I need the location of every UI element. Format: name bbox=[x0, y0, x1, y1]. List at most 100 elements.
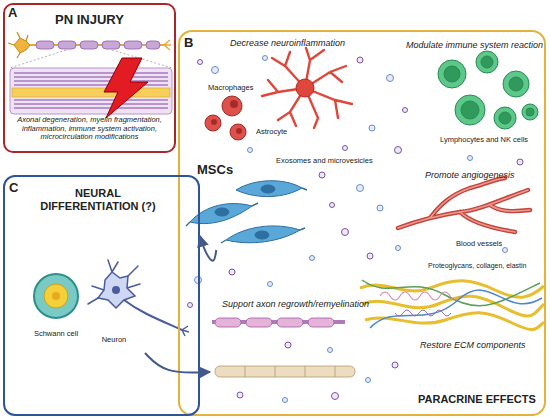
blood-vessels bbox=[398, 178, 530, 232]
exosome-dots bbox=[212, 67, 219, 74]
exosome-dots bbox=[263, 56, 268, 61]
cell-label: Lymphocytes and NK cells bbox=[440, 136, 528, 145]
ecm-fibers bbox=[395, 310, 451, 316]
panel-title: NEURAL DIFFERENTIATION (?) bbox=[28, 187, 168, 212]
exosome-dots bbox=[342, 229, 349, 236]
macrophage-cells bbox=[205, 96, 246, 140]
differentiation-panel: NEURAL DIFFERENTIATION (?) Schwann cellNe… bbox=[3, 175, 200, 416]
msc-cells bbox=[186, 188, 307, 243]
msc-cells bbox=[226, 226, 300, 243]
ecm-fibers bbox=[360, 280, 544, 330]
injured-neuron bbox=[164, 40, 171, 50]
schwann-cell: Schwann cell bbox=[27, 268, 85, 346]
lymphocyte-cells bbox=[476, 51, 498, 73]
panel-letter: C bbox=[9, 181, 18, 196]
blood-vessels bbox=[398, 178, 530, 232]
exosome-dots bbox=[366, 378, 371, 383]
lymphocyte-cells bbox=[503, 71, 529, 97]
neuron-cell: Neuron bbox=[85, 258, 185, 353]
exosome-dots bbox=[395, 147, 402, 154]
exosome-dots bbox=[310, 256, 315, 261]
msc-cluster: MSCs bbox=[185, 160, 310, 250]
injury-panel: PN INJURYAxonal degeneration, myelin fra… bbox=[3, 3, 176, 153]
zoom-lines bbox=[10, 50, 172, 68]
panel-title: PN INJURY bbox=[5, 13, 174, 28]
macrophage-cells bbox=[222, 96, 242, 116]
exosome-dots bbox=[319, 172, 325, 178]
myelin-zoom bbox=[14, 100, 168, 108]
schwann-cell-drawing bbox=[34, 274, 78, 318]
lymphocyte-cells bbox=[455, 95, 485, 125]
macrophage-cells bbox=[205, 115, 221, 131]
exosome-dots bbox=[283, 398, 288, 403]
axon-fibers bbox=[215, 318, 241, 327]
axon-fibers bbox=[246, 318, 272, 327]
lymphocyte-cells bbox=[438, 51, 538, 129]
exosome-dots bbox=[468, 156, 473, 161]
injured-neuron bbox=[8, 32, 28, 58]
panel-title: PARACRINE EFFECTS bbox=[418, 393, 536, 406]
vessel-label: Blood vessels bbox=[456, 240, 502, 249]
axon-regrowth-group: Support axon regrowth/remyelination bbox=[210, 298, 355, 386]
exosome-dots bbox=[503, 248, 508, 253]
exosome-dots bbox=[188, 303, 193, 308]
exosome-dots bbox=[285, 342, 291, 348]
ecm-fibers bbox=[370, 290, 542, 328]
astrocyte-cell bbox=[262, 48, 352, 128]
exosome-dots bbox=[198, 60, 203, 65]
exosome-dots bbox=[357, 57, 363, 63]
cell-label: Astrocyte bbox=[256, 128, 287, 137]
msc-cells bbox=[215, 208, 229, 216]
macrophage-cells bbox=[236, 128, 242, 134]
effect-heading: Promote angiogenesis bbox=[425, 170, 515, 180]
exosome-dots bbox=[229, 269, 235, 275]
msc-cells bbox=[236, 181, 302, 197]
astrocyte-cell bbox=[296, 79, 314, 97]
injured-neuron bbox=[102, 41, 120, 49]
exosome-dots bbox=[237, 392, 243, 398]
effect-heading: Modulate immune system reaction bbox=[406, 40, 543, 50]
exosome-dots bbox=[517, 159, 523, 165]
effect-heading: Support axon regrowth/remyelination bbox=[222, 299, 369, 309]
exosome-dots bbox=[387, 75, 394, 82]
lymphocyte-cells bbox=[509, 77, 523, 91]
connector-arrow bbox=[145, 353, 210, 373]
schwann-cell-drawing bbox=[52, 292, 60, 300]
axon-fibers bbox=[245, 366, 335, 377]
schwann-cell-drawing bbox=[44, 284, 68, 308]
exosome-dots bbox=[195, 277, 202, 284]
lymphocyte-cells bbox=[444, 66, 460, 82]
lightning-bolt bbox=[104, 58, 148, 118]
exosome-dots bbox=[332, 393, 339, 400]
injured-neuron bbox=[80, 41, 98, 49]
axon-fibers bbox=[277, 318, 303, 327]
neuron-drawing bbox=[182, 326, 189, 336]
exosome-dots bbox=[369, 125, 375, 131]
exosome-dots bbox=[392, 362, 398, 368]
lymphocyte-cells bbox=[499, 112, 511, 124]
lightning-bolt bbox=[104, 58, 148, 118]
connector-arrow bbox=[200, 236, 216, 261]
cell-name: MSCs bbox=[197, 163, 233, 178]
msc-cells bbox=[255, 231, 269, 239]
astrocyte-cell bbox=[262, 48, 352, 128]
lymphocyte-cells bbox=[526, 108, 534, 116]
exosome-dots bbox=[330, 203, 335, 208]
neuron-drawing bbox=[112, 286, 120, 294]
lymphocyte-cells bbox=[494, 107, 516, 129]
exosome-dots bbox=[268, 282, 273, 287]
macrophage-cells bbox=[230, 100, 238, 108]
msc-cells bbox=[186, 181, 307, 243]
exosome-dots bbox=[377, 205, 383, 211]
injured-neuron bbox=[36, 41, 54, 49]
ecm-fibers bbox=[365, 313, 544, 330]
schwann-cell-drawing bbox=[34, 274, 78, 318]
exosome-dots bbox=[403, 108, 408, 113]
neuron-drawing bbox=[98, 272, 135, 308]
vesicle-label: Exosomes and microvesicles bbox=[276, 157, 373, 166]
lymphocyte-cells bbox=[461, 101, 479, 119]
exosome-dots bbox=[343, 146, 348, 151]
ecm-fibers bbox=[380, 292, 460, 300]
zoom-lines bbox=[10, 50, 66, 68]
lymphocyte-cells bbox=[438, 60, 466, 88]
